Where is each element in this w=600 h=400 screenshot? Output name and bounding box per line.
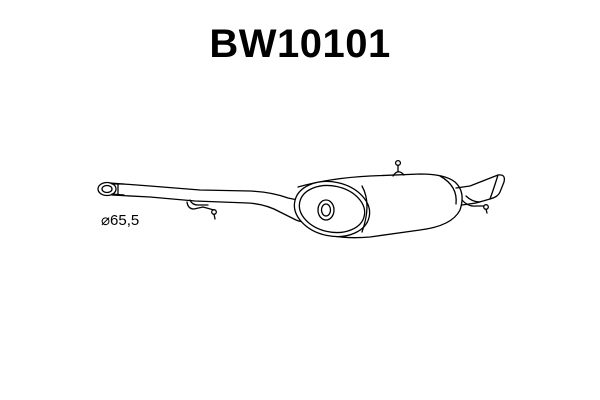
- tail-pipe: [455, 174, 506, 206]
- silencer-top-hanger: [392, 159, 405, 177]
- rear-hanger-bracket: [461, 195, 489, 214]
- silencer-body: [293, 173, 463, 239]
- inlet-hanger-bracket: [186, 199, 217, 220]
- diameter-dimension-label: ⌀65,5: [101, 212, 140, 229]
- part-number-title: BW10101: [209, 22, 391, 66]
